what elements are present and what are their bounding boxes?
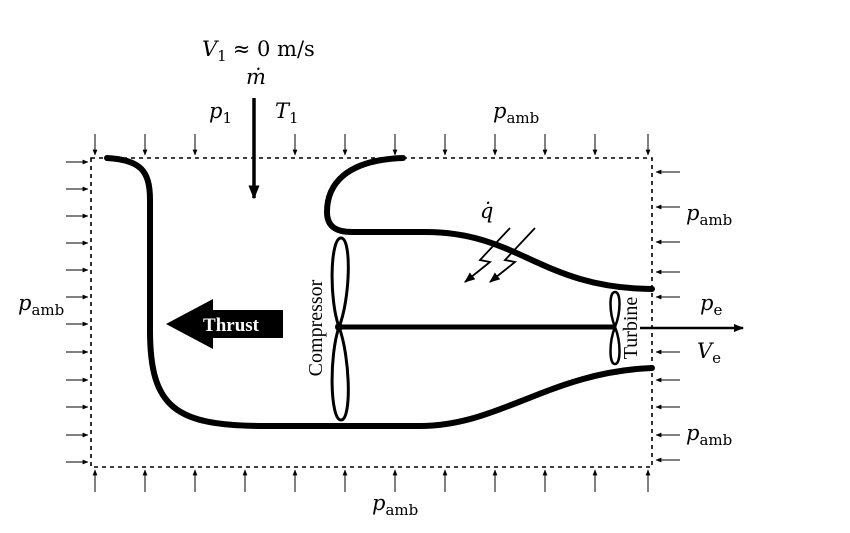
turbine-blade	[609, 290, 621, 366]
inlet-pressure-symbol: p	[209, 99, 222, 123]
ambient-pressure-label-top: pamb	[493, 99, 539, 127]
ambient-pressure-label-bottom: pamb	[372, 491, 418, 519]
inlet-velocity-symbol: V	[202, 37, 219, 61]
ambient-pressure-label-right-top: pamb	[686, 201, 732, 229]
inlet-temperature-symbol: T	[275, 99, 291, 123]
heat-rate-label: q̇	[480, 199, 493, 223]
inlet-pressure-subscript: 1	[222, 109, 232, 127]
inlet-temperature-subscript: 1	[289, 109, 299, 127]
thrust-label: Thrust	[203, 315, 260, 336]
inlet-velocity-value: ≈ 0 m/s	[233, 37, 315, 61]
inlet-velocity-subscript: 1	[217, 47, 227, 65]
heat-arrow-2	[489, 227, 536, 283]
compressor-hub	[335, 323, 343, 331]
turbine-label: Turbine	[620, 297, 642, 360]
compressor-blade	[330, 236, 350, 422]
mass-flow-label: ṁ	[246, 65, 266, 89]
ambient-pressure-label-right-bottom: pamb	[686, 421, 732, 449]
exit-pressure-label: pe	[700, 291, 722, 319]
inlet-temperature-label: T1	[275, 99, 299, 127]
engine-outer-casing	[104, 155, 655, 429]
ambient-pressure-label-left: pamb	[18, 291, 64, 319]
thrust-arrow	[166, 299, 283, 349]
heat-arrow-1	[464, 227, 511, 283]
ambient-pressure-arrows	[66, 134, 680, 492]
exit-velocity-label: Ve	[697, 339, 721, 367]
inlet-pressure-label: p1	[209, 99, 232, 127]
compressor-label: Compressor	[305, 279, 327, 376]
engine-inner-casing	[323, 155, 655, 292]
inlet-velocity-label: V1 ≈ 0 m/s	[202, 37, 315, 65]
control-volume-boundary	[90, 157, 653, 468]
